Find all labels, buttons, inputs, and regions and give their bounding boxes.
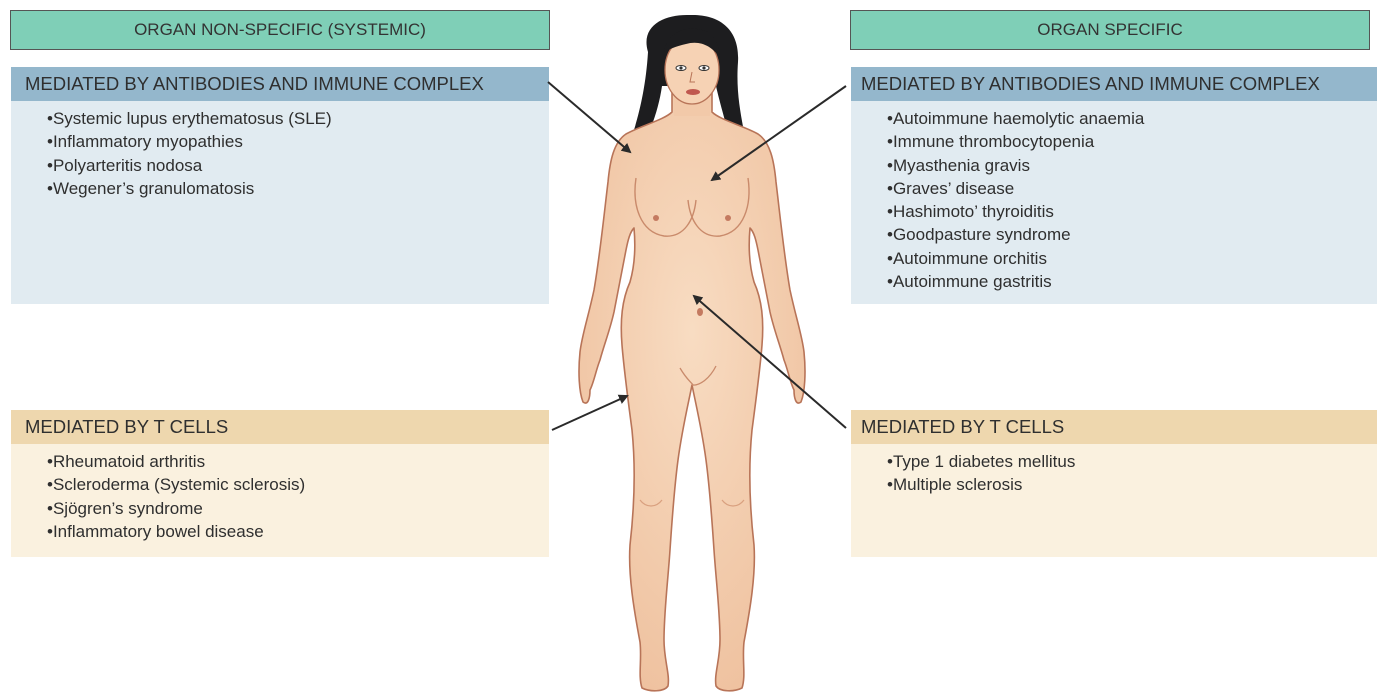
arrow-left-tcell: [552, 396, 627, 430]
nipple-right: [725, 215, 731, 221]
lips: [686, 89, 700, 95]
nipple-left: [653, 215, 659, 221]
navel: [697, 308, 703, 316]
body-silhouette: [579, 92, 805, 691]
arrow-left-antibody: [548, 82, 630, 152]
